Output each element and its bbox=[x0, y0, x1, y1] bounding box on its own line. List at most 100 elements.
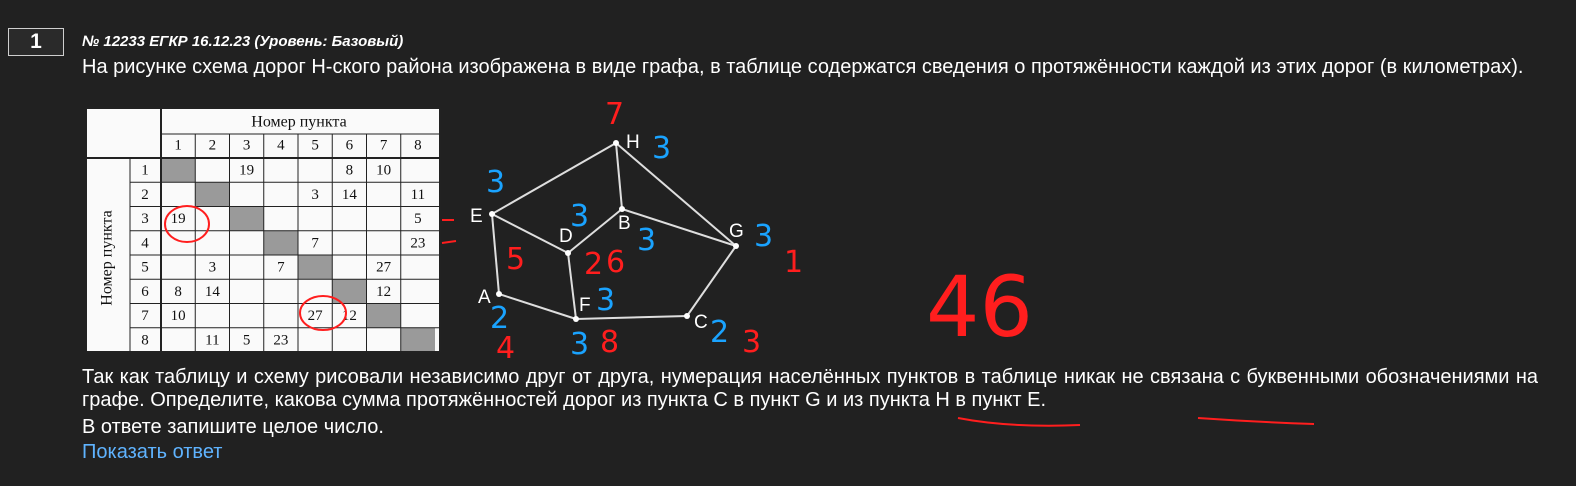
annotation-red-5: 5 bbox=[506, 242, 525, 277]
annotation-red-2: 2 bbox=[584, 247, 603, 282]
annotation-red-4: 4 bbox=[496, 331, 515, 358]
edge-H-G bbox=[615, 142, 737, 247]
table-row-number: 8 bbox=[141, 332, 149, 348]
annotation-blue-2: 2 bbox=[710, 315, 729, 350]
table-cell: 7 bbox=[311, 235, 319, 251]
underlined-route-c-g: C в пункт G bbox=[713, 389, 821, 411]
table-col-number: 1 bbox=[174, 137, 182, 153]
table-col-number: 6 bbox=[346, 137, 354, 153]
dash-mark bbox=[441, 240, 457, 244]
edge-H-B bbox=[615, 142, 623, 210]
annotation-red-6: 6 bbox=[606, 245, 625, 280]
table-col-number: 5 bbox=[311, 137, 319, 153]
graph-vertices bbox=[489, 140, 739, 322]
edge-D-F bbox=[567, 252, 577, 320]
edge-E-D bbox=[491, 213, 569, 254]
task-number-box: 1 bbox=[8, 28, 64, 56]
vertex-label-D: D bbox=[559, 226, 573, 247]
task-body-text: Так как таблицу и схему рисовали независ… bbox=[82, 366, 1538, 411]
table-cell: 14 bbox=[205, 284, 221, 300]
road-graph bbox=[491, 142, 737, 320]
show-answer-link[interactable]: Показать ответ bbox=[82, 441, 223, 463]
diagonal-cell bbox=[366, 303, 401, 328]
diagonal-cell bbox=[195, 182, 230, 207]
table-row-number: 7 bbox=[141, 308, 149, 324]
vertex-label-H: H bbox=[626, 132, 640, 153]
table-cell: 27 bbox=[308, 308, 324, 324]
table-col-number: 2 bbox=[209, 137, 217, 153]
table-cell: 23 bbox=[410, 235, 425, 251]
edge-B-G bbox=[621, 208, 737, 247]
edge-H-E bbox=[491, 142, 617, 215]
annotation-blue-3: 3 bbox=[637, 223, 656, 258]
table-row-header: Номер пункта bbox=[99, 210, 116, 305]
annotation-red-8: 8 bbox=[600, 325, 619, 358]
edge-C-G bbox=[686, 245, 737, 317]
table-cell: 27 bbox=[376, 260, 392, 276]
task-intro: На рисунке схема дорог Н-ского района из… bbox=[82, 56, 1524, 78]
table-cell: 8 bbox=[346, 163, 354, 179]
annotation-blue-3: 3 bbox=[596, 283, 615, 318]
diagonal-cell bbox=[161, 158, 196, 183]
table-row-number: 2 bbox=[141, 187, 149, 203]
vertex-label-G: G bbox=[729, 221, 744, 242]
annotation-blue-2: 2 bbox=[490, 301, 509, 336]
edge-E-A bbox=[491, 213, 500, 295]
task-body-text: и из пункта bbox=[820, 389, 936, 411]
table-row-number: 5 bbox=[141, 260, 149, 276]
table-cell: 14 bbox=[342, 187, 358, 203]
annotation-red-1: 1 bbox=[784, 245, 803, 280]
edge-F-C bbox=[575, 315, 688, 320]
annotation-blue-3: 3 bbox=[486, 165, 505, 200]
underlined-route-h-e: H в пункт E bbox=[935, 389, 1041, 411]
annotation-red-7: 7 bbox=[605, 97, 624, 132]
table-col-number: 3 bbox=[243, 137, 251, 153]
edge-D-B bbox=[567, 208, 623, 254]
table-cell: 5 bbox=[243, 332, 251, 348]
circle-mark-27 bbox=[299, 295, 347, 331]
table-row-number: 3 bbox=[141, 211, 149, 227]
annotation-red-3: 3 bbox=[742, 325, 761, 358]
table-cell: 23 bbox=[273, 332, 288, 348]
table-row-number: 4 bbox=[141, 235, 149, 251]
task-meta: № 12233 ЕГКР 16.12.23 (Уровень: Базовый) bbox=[82, 33, 404, 50]
table-cell: 7 bbox=[277, 260, 285, 276]
handwritten-annotations: 7 3 3 3 3 3 5 2 6 1 2 3 4 3 8 2 3 46 bbox=[164, 97, 1033, 358]
table-cell: 3 bbox=[209, 260, 217, 276]
table-cell: 3 bbox=[311, 187, 319, 203]
edge-A-F bbox=[498, 293, 577, 320]
table-row-number: 1 bbox=[141, 163, 149, 179]
annotation-blue-3: 3 bbox=[652, 131, 671, 166]
table-cell: 10 bbox=[171, 308, 186, 324]
table-col-number: 7 bbox=[380, 137, 388, 153]
table-cell: 8 bbox=[174, 284, 182, 300]
table-cell: 5 bbox=[414, 211, 422, 227]
vertex-label-B: B bbox=[618, 213, 631, 234]
annotation-blue-3: 3 bbox=[570, 327, 589, 358]
diagonal-cell bbox=[400, 327, 435, 352]
table-cell: 11 bbox=[205, 332, 219, 348]
vertex-label-E: E bbox=[470, 206, 483, 227]
table-col-header: Номер пункта bbox=[251, 114, 346, 131]
table-col-number: 4 bbox=[277, 137, 285, 153]
diagonal-cell bbox=[298, 255, 333, 280]
vertex-label-F: F bbox=[579, 295, 591, 316]
table-row-number: 6 bbox=[141, 284, 149, 300]
vertex-label-C: C bbox=[694, 312, 708, 333]
table-col-number: 8 bbox=[414, 137, 422, 153]
vertex-label-A: A bbox=[478, 287, 491, 308]
diagonal-cells bbox=[161, 158, 435, 352]
diagonal-cell bbox=[229, 206, 264, 231]
circle-mark-19 bbox=[164, 205, 210, 243]
task-body: Так как таблицу и схему рисовали независ… bbox=[82, 366, 1538, 412]
table-cell: 12 bbox=[376, 284, 391, 300]
annotation-blue-3: 3 bbox=[754, 219, 773, 254]
task-body-text: . bbox=[1040, 389, 1047, 411]
table-cell: 10 bbox=[376, 163, 391, 179]
annotation-red-total: 46 bbox=[926, 258, 1033, 356]
table-cell: 11 bbox=[411, 187, 425, 203]
table-cell: 19 bbox=[171, 211, 186, 227]
